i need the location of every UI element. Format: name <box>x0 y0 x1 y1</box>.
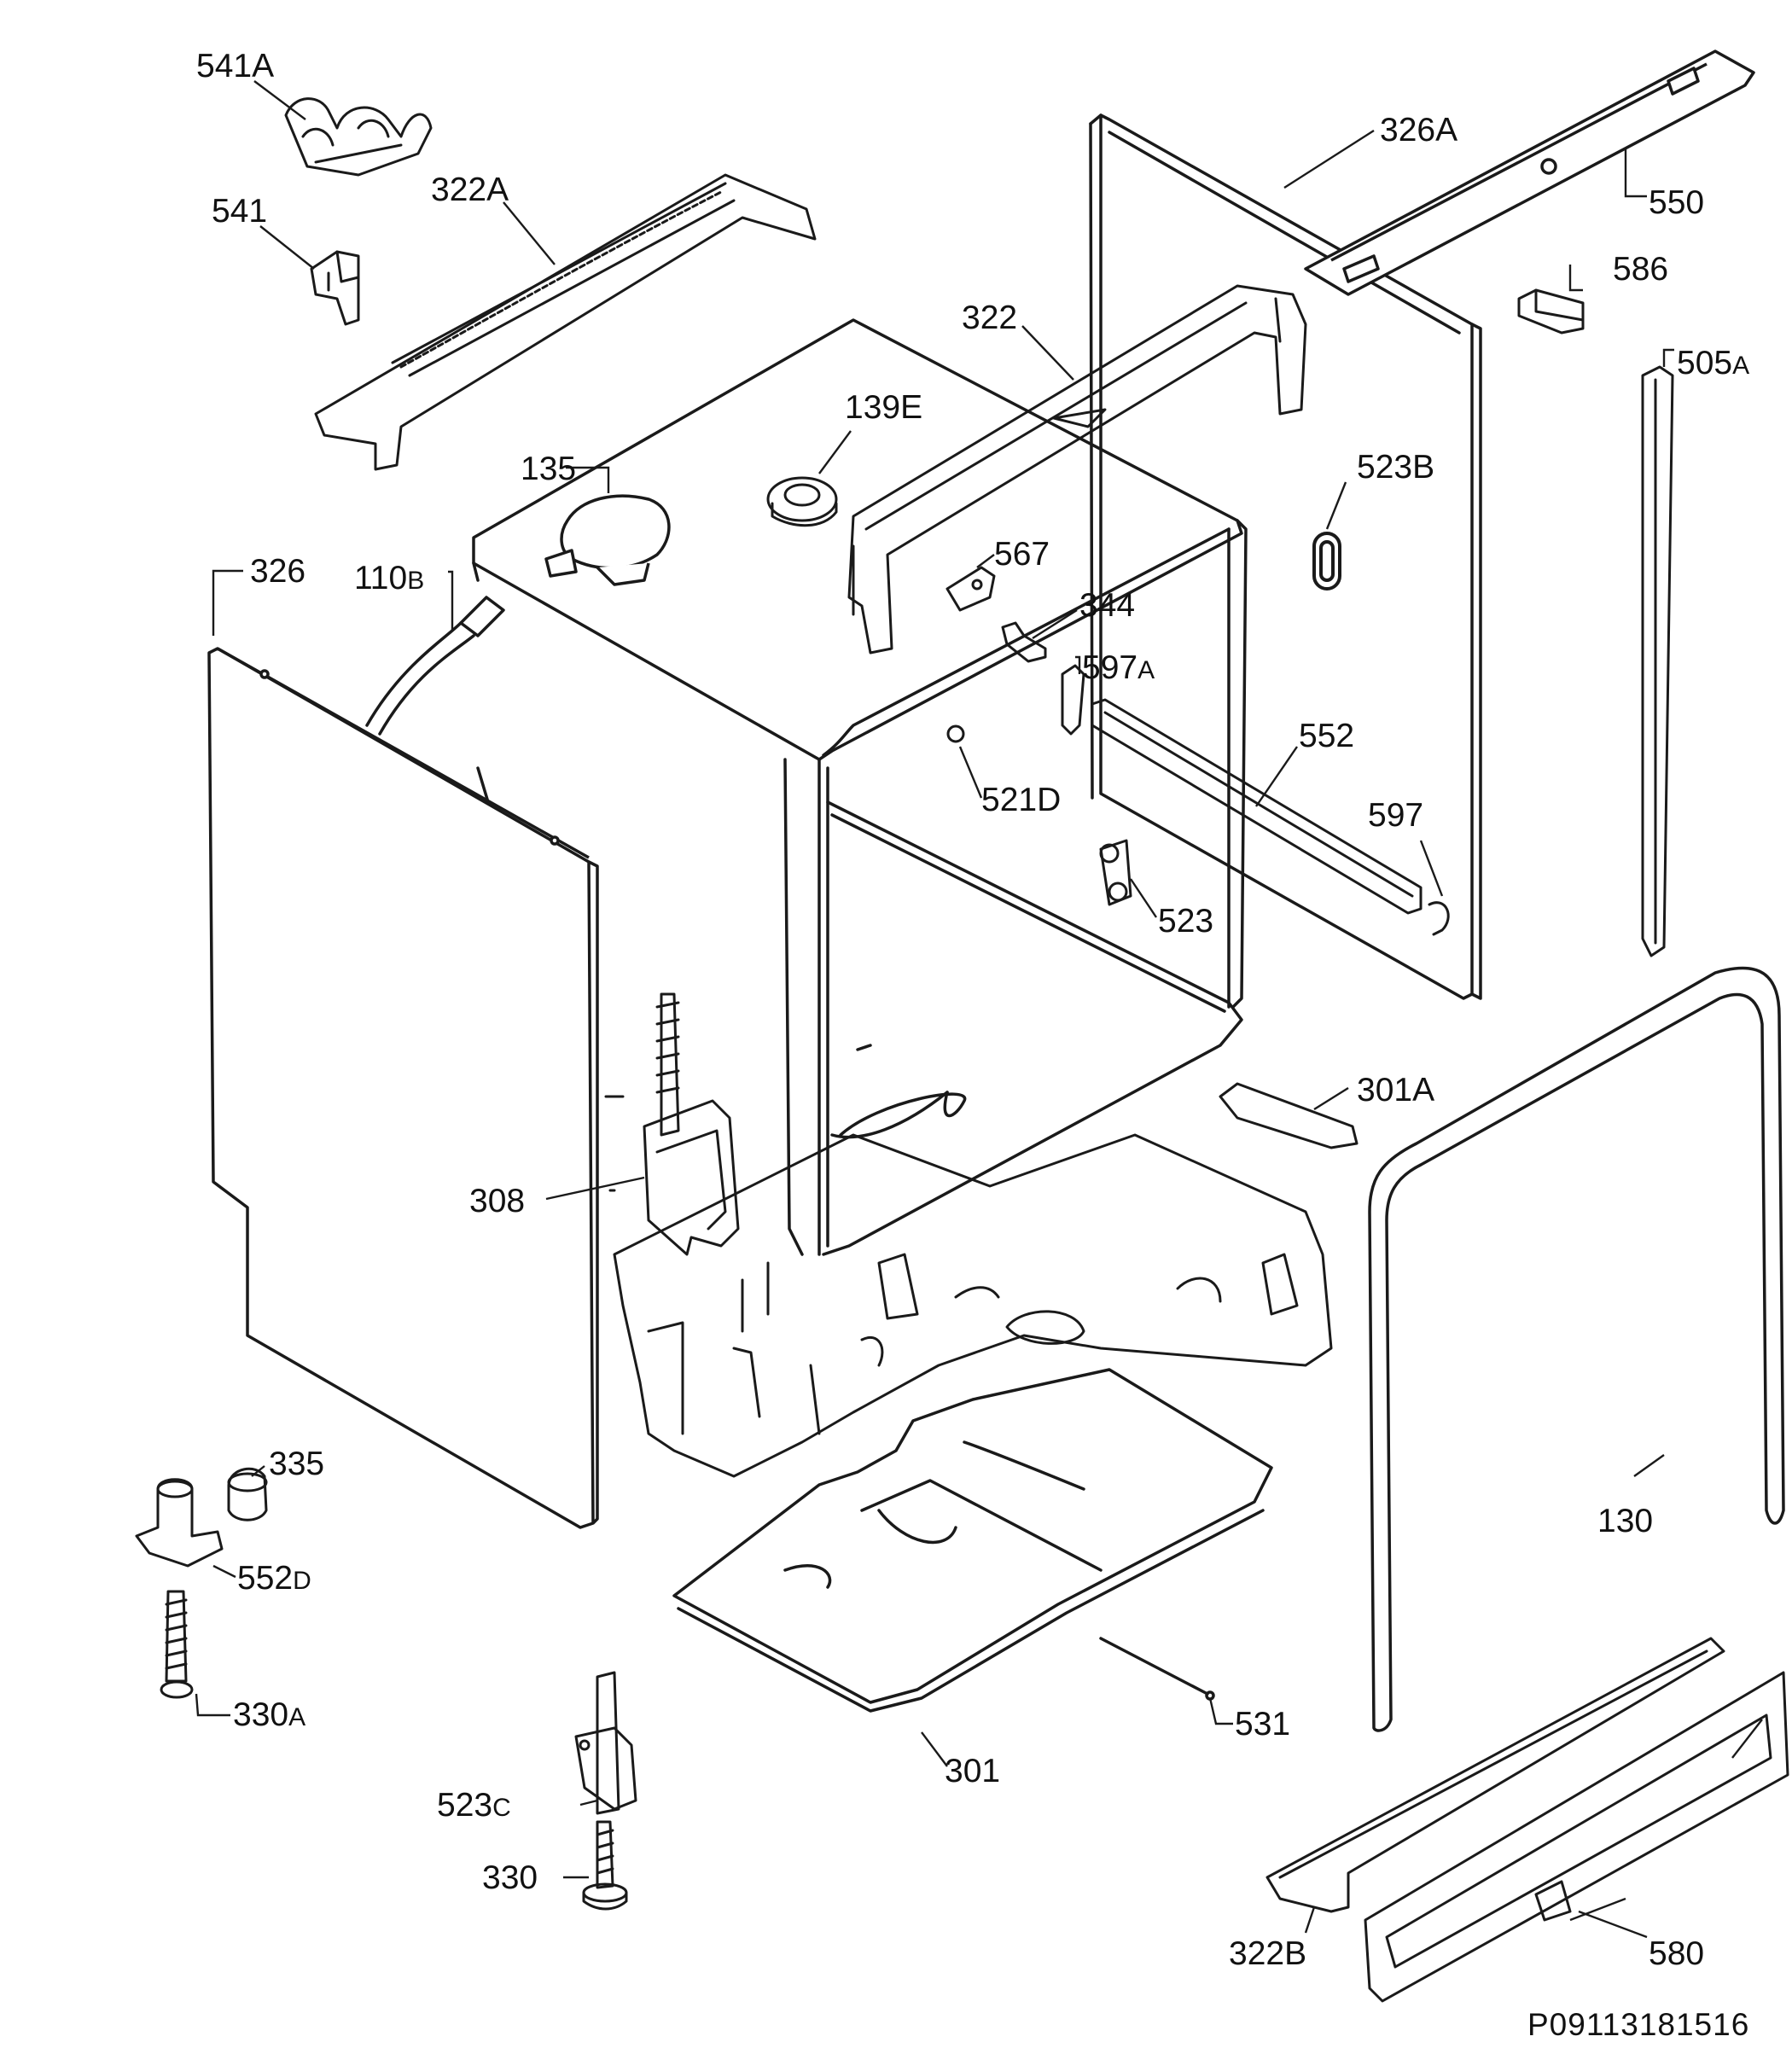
label-523: 523 <box>1158 903 1213 940</box>
part-130-seal <box>1368 966 1785 1732</box>
label-322a: 322A <box>431 172 509 208</box>
label-322: 322 <box>962 300 1017 336</box>
label-505a: 505A <box>1677 345 1749 381</box>
part-301a-grip <box>1219 1082 1359 1149</box>
label-139e: 139E <box>845 389 922 426</box>
reference-code: P09113181516 <box>1527 2007 1749 2042</box>
part-523b-grommet <box>1312 532 1341 591</box>
label-521d: 521D <box>981 782 1061 818</box>
label-597: 597 <box>1368 797 1423 834</box>
label-550: 550 <box>1649 184 1704 221</box>
label-523c: 523C <box>437 1787 511 1824</box>
part-139e-nut <box>766 476 838 527</box>
label-322b: 322B <box>1229 1935 1306 1972</box>
part-523c-post <box>574 1671 637 1815</box>
part-552d-valve <box>135 1478 224 1568</box>
part-567-bracket <box>945 566 996 612</box>
part-330a-screw <box>160 1590 194 1699</box>
part-tub <box>472 318 1248 1256</box>
part-586-bracket <box>1517 288 1585 335</box>
part-330-screw <box>582 1820 628 1911</box>
label-130: 130 <box>1597 1503 1653 1539</box>
label-301: 301 <box>945 1753 1000 1789</box>
part-597-hook <box>1428 901 1450 936</box>
label-567: 567 <box>994 536 1050 573</box>
part-344-clip <box>1001 621 1047 663</box>
label-344: 344 <box>1079 587 1135 624</box>
part-505a-strip <box>1641 365 1674 957</box>
part-550-top-bar <box>1304 49 1755 296</box>
part-322b-rail <box>1265 1637 1725 1913</box>
label-586: 586 <box>1613 251 1668 288</box>
part-322a-rail <box>314 173 817 471</box>
part-541-clip <box>310 250 360 326</box>
part-322-frame <box>847 284 1307 655</box>
label-580: 580 <box>1649 1935 1704 1972</box>
part-531-rod <box>1099 1637 1215 1701</box>
part-326-side-panel <box>207 647 599 1529</box>
part-335-nut <box>227 1467 268 1521</box>
part-base-tray <box>613 1133 1333 1478</box>
part-135-cap <box>544 494 671 586</box>
label-326a: 326A <box>1380 112 1457 148</box>
part-541a-clip <box>284 97 433 177</box>
label-541a: 541A <box>196 48 274 84</box>
label-135: 135 <box>521 451 576 487</box>
label-552d: 552D <box>237 1560 311 1597</box>
part-580-plinth <box>1364 1671 1789 2003</box>
label-308: 308 <box>469 1183 525 1219</box>
label-330: 330 <box>482 1859 538 1896</box>
label-110b: 110B <box>354 560 424 596</box>
label-335: 335 <box>269 1446 324 1482</box>
part-326a-side-panel <box>1089 113 1482 1000</box>
label-523b: 523B <box>1357 449 1434 486</box>
label-301a: 301A <box>1357 1072 1434 1108</box>
part-308-hinge <box>604 992 740 1256</box>
label-330a: 330A <box>233 1696 305 1733</box>
part-301-bottom-frame <box>672 1368 1273 1713</box>
part-523-bracket <box>1099 839 1132 906</box>
part-597a-pin <box>1061 664 1085 736</box>
label-552: 552 <box>1299 718 1354 754</box>
label-326: 326 <box>250 553 305 590</box>
label-531: 531 <box>1235 1706 1290 1743</box>
part-521d-nut <box>946 724 965 743</box>
label-597a: 597A <box>1082 649 1155 686</box>
label-541: 541 <box>212 193 267 230</box>
leader-lines <box>195 80 1763 1939</box>
